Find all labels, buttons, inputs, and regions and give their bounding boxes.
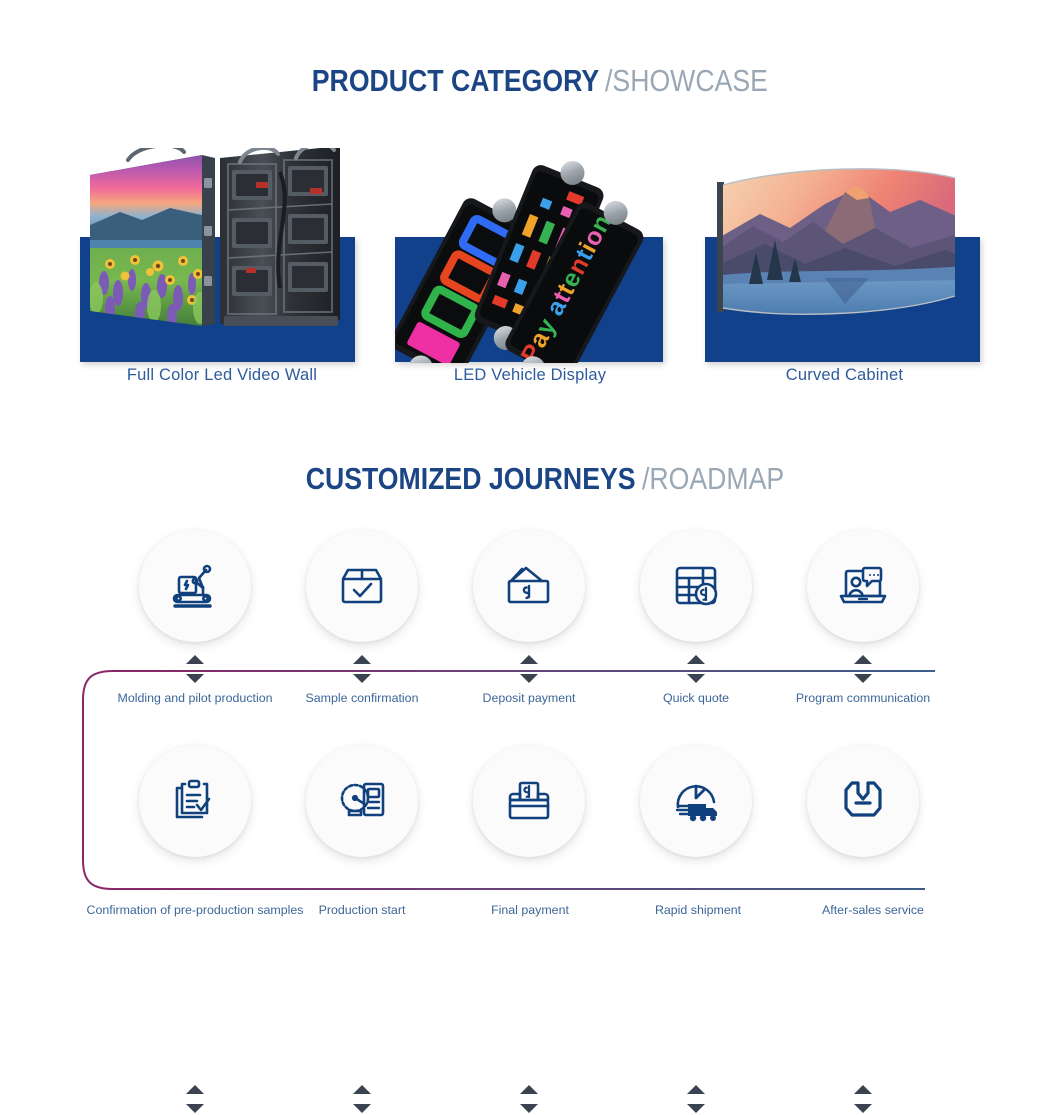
box-check-icon — [306, 530, 418, 642]
roadmap-label-preproduction-confirmation: Confirmation of pre-production samples — [86, 903, 304, 917]
clock-truck-icon — [640, 745, 752, 857]
roadmap-marker — [186, 655, 204, 685]
roadmap-label-final-payment: Final payment — [491, 903, 569, 917]
roadmap-node-molding[interactable] — [139, 530, 251, 683]
roadmap-marker — [687, 1085, 705, 1115]
roadmap-label-deposit-payment: Deposit payment — [482, 691, 576, 705]
roadmap-node-quick-quote[interactable] — [640, 530, 752, 683]
product-showcase-row: Pay attention — [0, 148, 1059, 398]
spreadsheet-dollar-icon — [640, 530, 752, 642]
roadmap-label-molding: Molding and pilot production — [117, 691, 273, 705]
roadmap-marker — [353, 655, 371, 685]
laptop-chat-icon — [807, 530, 919, 642]
wallet-bill-dollar-icon — [473, 745, 585, 857]
wallet-dollar-icon — [473, 530, 585, 642]
roadmap-timeline: Molding and pilot production Sample conf… — [0, 530, 1059, 1113]
roadmap-marker — [186, 1085, 204, 1115]
showcase-title-main: PRODUCT CATEGORY — [311, 63, 599, 98]
roadmap-label-production-start: Production start — [318, 903, 406, 917]
roadmap-marker — [854, 655, 872, 685]
roadmap-marker — [353, 1085, 371, 1115]
roadmap-node-final-payment[interactable] — [473, 745, 585, 1113]
roadmap-label-rapid-shipment: Rapid shipment — [654, 903, 742, 917]
roadmap-marker — [520, 1085, 538, 1115]
roadmap-marker — [687, 655, 705, 685]
product-card-vehicle-display[interactable]: Pay attention — [395, 148, 665, 398]
wrench-icon — [807, 745, 919, 857]
page-title-roadmap: CUSTOMIZED JOURNEYS/ROADMAP — [0, 461, 1059, 497]
roadmap-label-after-sales-service: After-sales service — [822, 903, 924, 917]
product-card-video-wall[interactable] — [80, 148, 380, 398]
roadmap-label-sample-confirmation: Sample confirmation — [305, 691, 419, 705]
roadmap-marker — [520, 655, 538, 685]
roadmap-label-program-communication: Program communication — [795, 691, 931, 705]
roadmap-node-rapid-shipment[interactable] — [640, 745, 752, 1113]
roadmap-node-program-communication[interactable] — [807, 530, 919, 683]
roadmap-node-deposit-payment[interactable] — [473, 530, 585, 683]
roadmap-marker — [854, 1085, 872, 1115]
roadmap-node-sample-confirmation[interactable] — [306, 530, 418, 683]
gauge-control-panel-icon — [306, 745, 418, 857]
led-vehicle-display-image: Pay attention — [395, 160, 644, 363]
led-video-wall-image — [90, 148, 340, 326]
roadmap-node-production-start[interactable] — [306, 745, 418, 1113]
roadmap-title-main: CUSTOMIZED JOURNEYS — [305, 461, 636, 496]
clipboard-check-icon — [139, 745, 251, 857]
roadmap-label-quick-quote: Quick quote — [662, 691, 730, 705]
robot-arm-conveyor-icon — [139, 530, 251, 642]
page-title-showcase: PRODUCT CATEGORY/SHOWCASE — [0, 63, 1059, 99]
roadmap-node-after-sales-service[interactable] — [807, 745, 919, 1113]
roadmap-title-sub: /ROADMAP — [641, 461, 784, 496]
roadmap-connector-line — [82, 670, 1010, 890]
roadmap-node-preproduction-confirmation[interactable] — [139, 745, 251, 1113]
curved-cabinet-image — [717, 168, 956, 315]
product-card-curved-cabinet[interactable] — [705, 148, 980, 398]
showcase-title-sub: /SHOWCASE — [604, 63, 768, 98]
